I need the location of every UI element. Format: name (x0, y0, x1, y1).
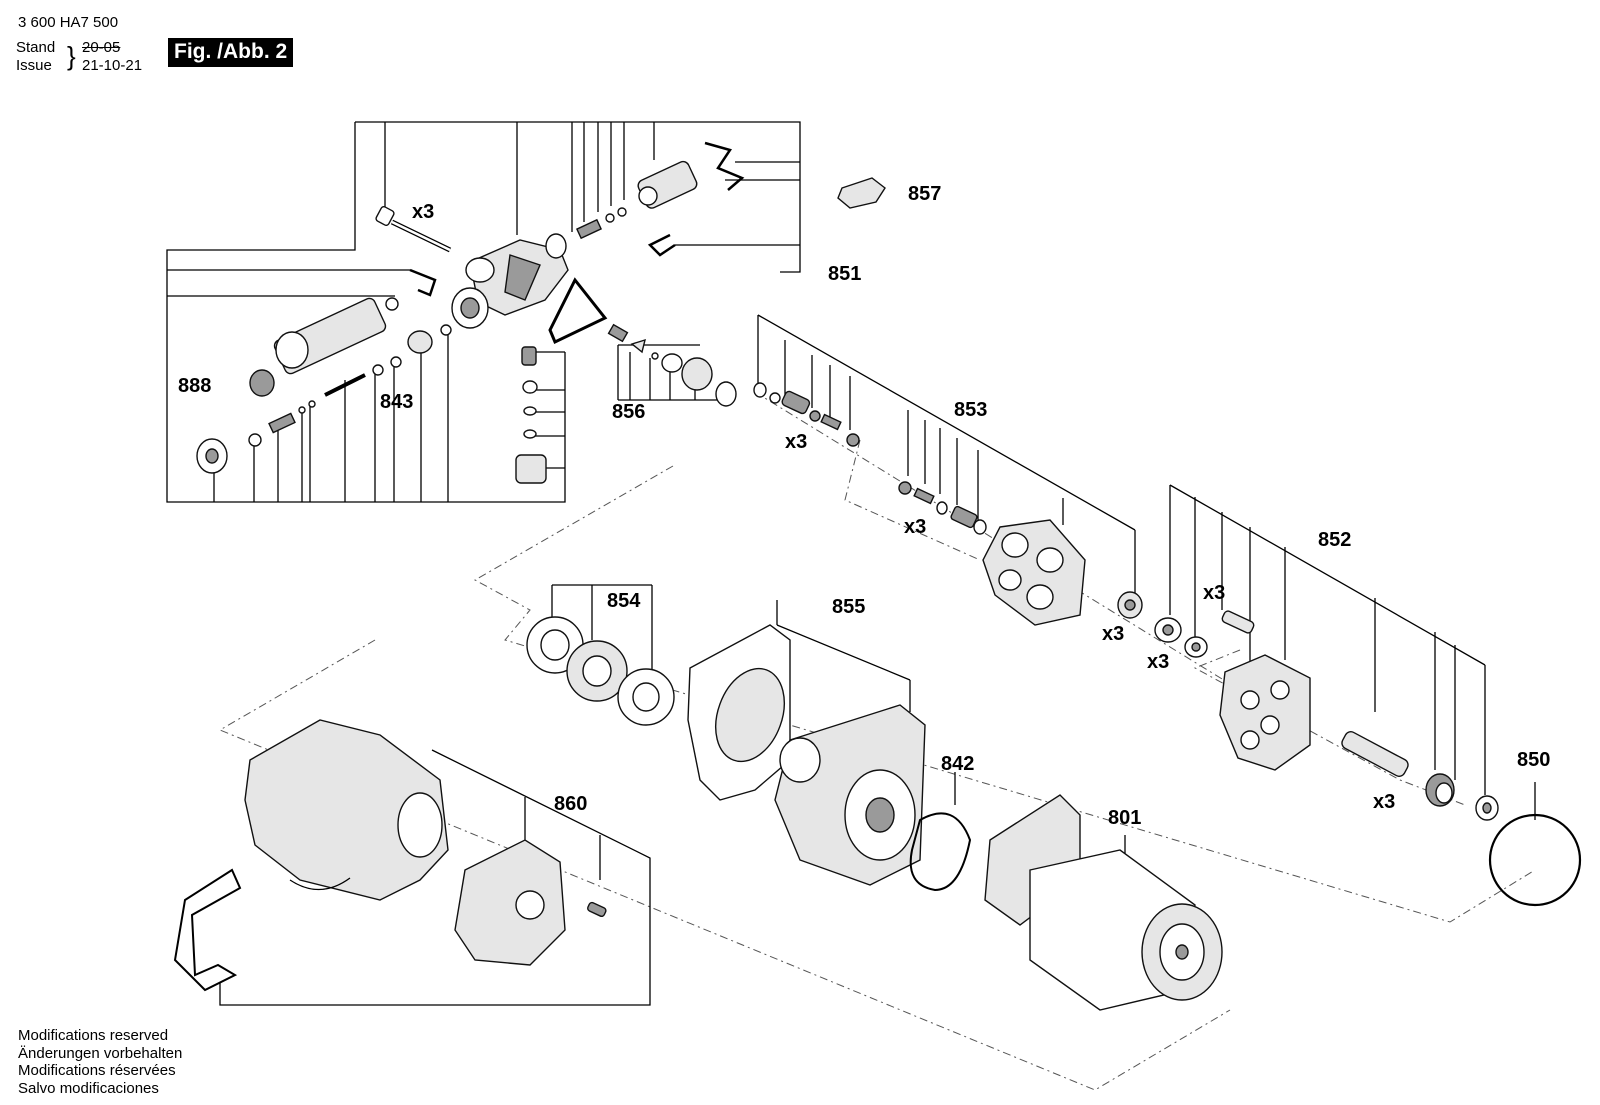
quantity-label: x3 (785, 431, 807, 453)
cylinder-part (249, 297, 399, 397)
quantity-label: x3 (412, 201, 434, 223)
modifications-notice: Modifications reserved Änderungen vorbeh… (18, 1027, 182, 1097)
quantity-label: x3 (1102, 623, 1124, 645)
gasket-842 (909, 772, 972, 892)
main-dashed-outline (473, 465, 1536, 923)
end-cap-part (454, 839, 607, 966)
triangle-seal-part (548, 277, 608, 345)
quantity-label: x3 (904, 516, 926, 538)
callout-851: 851 (828, 263, 861, 285)
callout-853: 853 (954, 399, 987, 421)
valve-part (637, 160, 698, 209)
notice-line-en: Modifications reserved (18, 1027, 169, 1044)
motor-housing-part (774, 704, 926, 886)
callout-843: 843 (380, 391, 413, 413)
parts-856 (607, 323, 737, 407)
o-ring-850 (1488, 782, 1582, 907)
issue-label: Issue (16, 57, 52, 74)
callout-852: 852 (1318, 529, 1351, 551)
clip-parts (409, 141, 745, 297)
stand-date: 20-05 (82, 39, 121, 56)
assembly-853-frame (753, 314, 1241, 691)
callout-888: 888 (178, 375, 211, 397)
quantity-label: x3 (1373, 791, 1395, 813)
figure-badge: Fig. /Abb. 2 (168, 38, 294, 67)
document-number: 3 600 HA7 500 (18, 14, 119, 31)
fan-housing-part (244, 719, 449, 901)
stand-label: Stand (16, 39, 56, 56)
notice-line-fr: Modifications réservées (18, 1062, 176, 1079)
cover-855 (687, 600, 911, 801)
assembly-851-frame (166, 121, 801, 503)
clamp-part (173, 868, 242, 992)
brace-icon: } (67, 41, 76, 71)
motor-801 (984, 794, 1223, 1011)
callout-857: 857 (908, 183, 941, 205)
lower-dashed-outline (218, 639, 1231, 1091)
quantity-label: x3 (1147, 651, 1169, 673)
washers-854 (526, 584, 675, 726)
cap-part-857 (837, 177, 886, 209)
pump-head-part (982, 519, 1143, 626)
notice-line-es: Salvo modificaciones (18, 1079, 159, 1097)
callout-801: 801 (1108, 807, 1141, 829)
callout-860: 860 (554, 793, 587, 815)
callout-854: 854 (607, 590, 641, 612)
assembly-852-frame (1154, 484, 1499, 821)
nozzle-part (196, 324, 452, 474)
callout-850: 850 (1517, 749, 1550, 771)
callout-855: 855 (832, 596, 865, 618)
housing-part (451, 233, 569, 329)
callout-856: 856 (612, 401, 645, 423)
springs-upper (575, 207, 627, 240)
callout-842: 842 (941, 753, 974, 775)
bolt-part (375, 206, 452, 253)
notice-line-de: Änderungen vorbehalten (18, 1044, 183, 1062)
quantity-label: x3 (1203, 582, 1225, 604)
issue-date: 21-10-21 (82, 57, 143, 74)
stack-parts-851 (515, 346, 547, 484)
